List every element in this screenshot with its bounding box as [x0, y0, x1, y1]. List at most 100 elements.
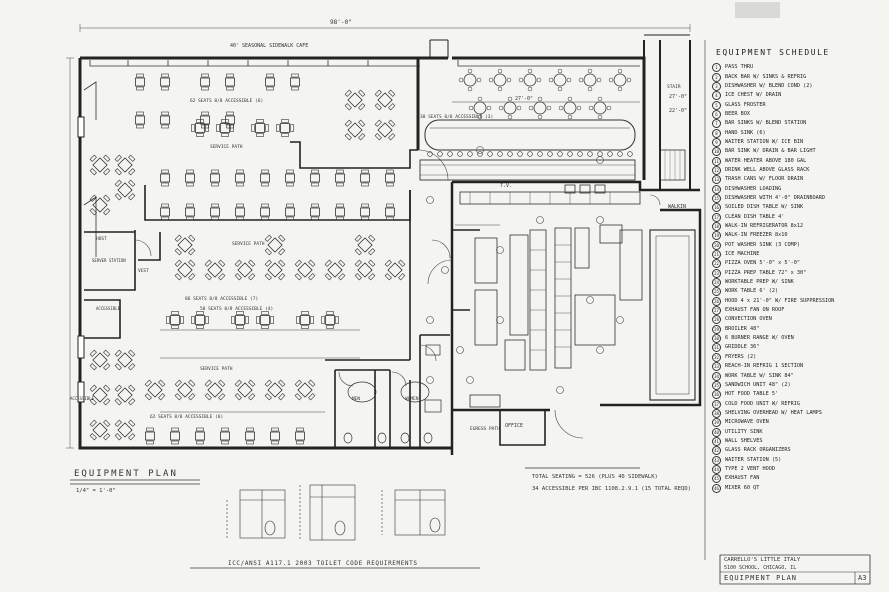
- schedule-item-label: WALK-IN FREEZER 8x10: [725, 232, 788, 239]
- dining-table: [160, 169, 170, 187]
- schedule-item-number: 20: [712, 240, 721, 250]
- dining-table: [200, 111, 210, 129]
- server-station-label: SERVER STATION: [92, 258, 126, 263]
- dining-table: [270, 427, 280, 445]
- schedule-item-number: 3: [712, 81, 721, 91]
- dining-table: [385, 203, 395, 221]
- bar-stool: [547, 151, 553, 157]
- plan-labels: 98'-0" 40' SEASONAL SIDEWALK CAFE 27'-0"…: [70, 19, 687, 432]
- bar-stool: [537, 151, 543, 157]
- dining-table: [234, 259, 256, 281]
- dining-table: [295, 427, 305, 445]
- service-path-b: SERVICE PATH: [232, 241, 265, 247]
- dining-table: [231, 311, 249, 329]
- dining-table: [374, 89, 396, 111]
- schedule-item-label: WORK TABLE 6' (2): [725, 288, 779, 295]
- schedule-item-label: PIZZA OVEN 5'-0" x 5'-0": [725, 260, 800, 267]
- dining-table: [204, 259, 226, 281]
- bar-stool: [497, 151, 503, 157]
- seat-note-1: 62 SEATS 8/8 ACCESSIBLE (6): [190, 98, 263, 104]
- dining-table: [220, 427, 230, 445]
- dining-table: [135, 73, 145, 91]
- schedule-item-label: BACK BAR W/ SINKS & REFRIG: [725, 73, 807, 80]
- dining-table: [89, 349, 111, 371]
- service-path-c: SERVICE PATH: [200, 366, 233, 372]
- dining-table: [114, 419, 136, 441]
- equipment-tag-circle: [426, 376, 434, 384]
- restroom-fixtures: [343, 344, 442, 444]
- dining-table: [344, 119, 366, 141]
- bar-stool: [527, 151, 533, 157]
- schedule-item-label: WAITER STATION (5): [725, 456, 782, 463]
- round-table: [588, 96, 612, 120]
- schedule-item-number: 17: [712, 212, 721, 222]
- schedule-item-number: 5: [712, 100, 721, 110]
- dining-table: [235, 169, 245, 187]
- bar-stool: [587, 151, 593, 157]
- schedule-item-number: 19: [712, 231, 721, 241]
- equipment-tag-circle: [426, 316, 434, 324]
- bar-stool: [607, 151, 613, 157]
- dining-table: [245, 427, 255, 445]
- kitchen-equipment: [459, 149, 696, 408]
- schedule-item-label: BAR SINKS W/ BLEND STATION: [725, 120, 807, 127]
- accessible-seating-note: 34 ACCESSIBLE PER IBC 1108.2.9.1 (15 TOT…: [532, 486, 691, 492]
- schedule-item-number: 38: [712, 408, 721, 418]
- round-table: [558, 96, 582, 120]
- dining-table: [264, 259, 286, 281]
- dining-table: [385, 169, 395, 187]
- schedule-item-number: 39: [712, 418, 721, 428]
- equipment-tag-circle: [466, 376, 474, 384]
- schedule-item-number: 28: [712, 315, 721, 325]
- dining-table: [321, 311, 339, 329]
- schedule-item-label: SANDWICH UNIT 48" (2): [725, 381, 791, 388]
- dining-table: [174, 234, 196, 256]
- dining-table: [204, 379, 226, 401]
- bar-stool: [437, 151, 443, 157]
- schedule-item-number: 10: [712, 147, 721, 157]
- accessible-label-a: ACCESSIBLE: [96, 306, 121, 311]
- schedule-item-number: 35: [712, 380, 721, 390]
- equipment-tag-circle: [596, 156, 604, 164]
- schedule-item-number: 31: [712, 343, 721, 353]
- schedule-item-label: HOT FOOD TABLE 5': [725, 391, 779, 398]
- dining-table: [174, 259, 196, 281]
- dining-table: [210, 203, 220, 221]
- bar-stool: [517, 151, 523, 157]
- schedule-item-number: 37: [712, 399, 721, 409]
- schedule-item-label: HAND SINK (6): [725, 129, 766, 136]
- dining-table: [276, 119, 294, 137]
- dining-table: [265, 73, 275, 91]
- schedule-item-label: BROILER 48": [725, 325, 760, 332]
- bar-stool: [617, 151, 623, 157]
- tv-label: T.V.: [500, 183, 512, 189]
- dining-table: [144, 379, 166, 401]
- schedule-item-label: GLASS RACK ORGANIZERS: [725, 447, 791, 454]
- seat-note-2: 38 SEATS 8/8 ACCESSIBLE (3): [420, 114, 493, 120]
- round-table: [578, 68, 602, 92]
- window-bays: [83, 60, 640, 257]
- dining-table: [89, 419, 111, 441]
- schedule-item-label: WORKTABLE PREP W/ SINK: [725, 279, 794, 286]
- bar-area: [419, 119, 636, 181]
- title-block: [70, 40, 871, 585]
- schedule-item-label: MICROWAVE OVEN: [725, 419, 769, 426]
- dining-table: [185, 203, 195, 221]
- plan-title: EQUIPMENT PLAN: [74, 469, 178, 479]
- bar-stool: [477, 151, 483, 157]
- bar-stool: [627, 151, 633, 157]
- round-table: [548, 68, 572, 92]
- dining-table: [260, 169, 270, 187]
- bar-stool: [567, 151, 573, 157]
